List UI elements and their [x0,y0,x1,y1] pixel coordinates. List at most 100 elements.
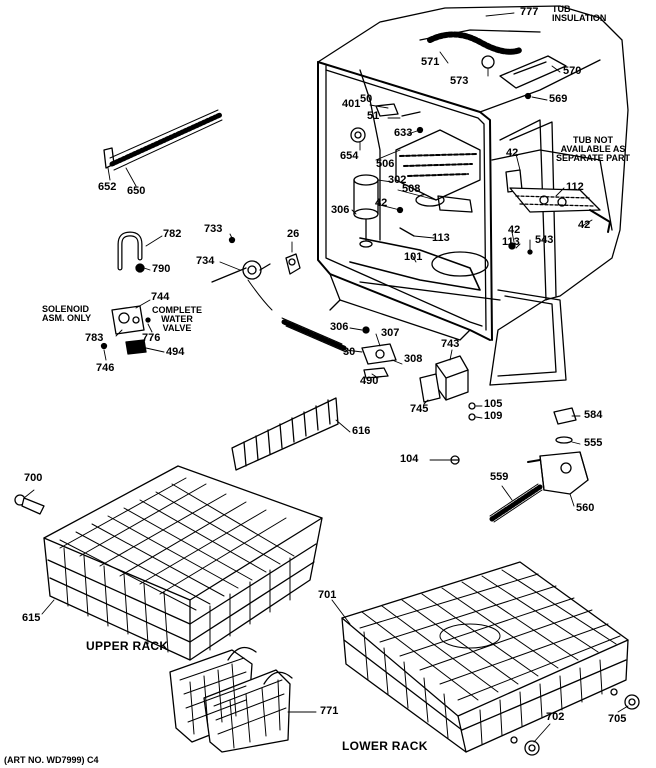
vent-570 [500,56,566,88]
part-label-745: 745 [410,403,429,415]
drain-pump-560 [528,452,588,494]
part-label-782: 782 [163,228,182,240]
part-label-559: 559 [490,471,509,483]
note-line: VALVE [162,323,192,333]
part-label-26: 26 [287,228,300,240]
part-label-543: 543 [535,234,554,246]
tub-assembly [318,6,628,385]
part-label-302: 302 [388,174,407,186]
part-label-112: 112 [566,181,584,193]
bracket-307 [362,344,396,378]
water-valve-744 [112,306,144,334]
part-label-508: 508 [402,183,421,195]
gasket-571 [430,34,520,51]
part-label-776: 776 [142,332,161,344]
rack-guard-616 [232,398,338,470]
control-module-112 [510,188,610,232]
part-label-705: 705 [608,713,627,725]
drain-hose-559 [490,484,542,522]
rinse-aid-654 [351,128,365,142]
note-line: ASM. ONLY [42,313,92,323]
part-label-560: 560 [576,502,595,514]
caption-lower-rack: LOWER RACK [342,739,428,753]
part-label-790: 790 [152,263,171,275]
vent-fan-734 [212,261,272,310]
rack-wheel-702 [511,737,539,755]
pump-motor-302 [354,175,378,247]
note-line: COMPLETE [152,305,203,315]
part-label-51: 51 [367,110,380,122]
note-tub-not-available: TUB NOT AVAILABLE AS SEPARATE PART [556,136,630,163]
part-label-746: 746 [96,362,115,374]
note-tub-insulation: TUB INSULATION [552,5,606,23]
part-label-506: 506 [376,158,395,170]
part-label-42-b: 42 [375,197,388,209]
note-complete-water-valve: COMPLETE WATER VALVE [152,306,202,333]
part-label-494: 494 [166,346,185,358]
note-solenoid: SOLENOID ASM. ONLY [42,305,91,323]
part-label-654: 654 [340,150,359,162]
part-label-777: 777 [520,6,539,18]
part-label-42-d: 42 [508,224,521,236]
part-label-101: 101 [404,251,423,263]
nut-584 [554,408,576,443]
part-label-744: 744 [151,291,170,303]
note-line: TUB [552,4,571,14]
part-label-571: 571 [421,56,440,68]
note-line: SEPARATE PART [556,153,631,163]
rack-wheel-705 [611,689,639,709]
part-label-104: 104 [400,453,419,465]
note-line: AVAILABLE AS [560,144,626,154]
part-label-743: 743 [441,338,460,350]
part-label-573: 573 [450,75,469,87]
part-label-105: 105 [484,398,503,410]
caption-upper-rack: UPPER RACK [86,639,169,653]
part-label-42-c: 42 [578,219,591,231]
part-label-702: 702 [546,711,565,723]
rack-roller-700 [15,495,44,514]
switch-26 [286,254,300,274]
grommet-573 [482,56,494,68]
part-label-490: 490 [360,375,379,387]
part-label-30: 30 [343,346,356,358]
note-line: INSULATION [552,13,607,23]
part-label-555: 555 [584,437,603,449]
part-label-701: 701 [318,589,337,601]
part-label-113-a: 113 [432,232,450,244]
strip-650 [110,110,222,170]
hose-782 [120,234,140,268]
part-label-771: 771 [320,705,339,717]
part-label-700: 700 [24,472,43,484]
part-label-306-a: 306 [331,204,350,216]
leader-lines [24,13,628,742]
part-label-50: 50 [360,93,373,105]
silverware-basket-771 [170,648,292,753]
part-label-650: 650 [127,185,146,197]
part-label-733: 733 [204,223,223,235]
part-label-42-a: 42 [506,147,519,159]
part-label-109: 109 [484,410,503,422]
part-label-306-b: 306 [330,321,349,333]
part-label-783: 783 [85,332,104,344]
upper-rack [44,466,322,660]
part-label-308: 308 [404,353,423,365]
note-line: WATER [161,314,193,324]
part-label-570: 570 [563,65,582,77]
part-label-615: 615 [22,612,41,624]
note-line: SOLENOID [42,304,90,314]
part-label-113-b: 113 [502,236,520,248]
part-label-569: 569 [549,93,568,105]
lower-rack [342,562,628,752]
part-label-584: 584 [584,409,603,421]
part-label-652: 652 [98,181,117,193]
part-label-401: 401 [342,98,361,110]
note-line: TUB NOT [573,135,613,145]
part-label-616: 616 [352,425,371,437]
part-label-734: 734 [196,255,215,267]
art-number: (ART NO. WD7999) C4 [4,755,99,765]
strip-306 [282,318,346,352]
part-label-307: 307 [381,327,400,339]
part-label-633: 633 [394,127,413,139]
float-743 [420,356,468,402]
